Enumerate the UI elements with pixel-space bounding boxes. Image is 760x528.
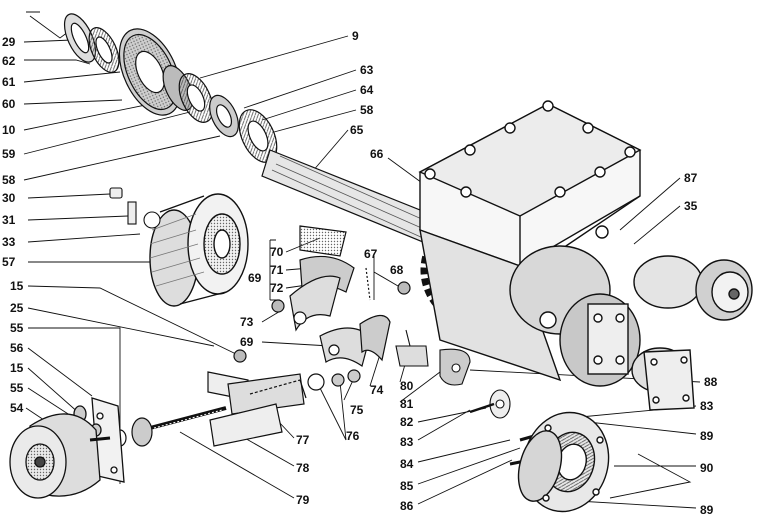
bolt-bracket <box>109 187 161 229</box>
callout-55: 55 <box>10 321 24 335</box>
callout-66: 66 <box>370 147 384 161</box>
callout-71: 71 <box>270 263 284 277</box>
callout-89-lower: 89 <box>700 503 714 517</box>
callout-56: 56 <box>10 341 24 355</box>
callout-69-lower: 69 <box>240 335 254 349</box>
callout-55-lower: 55 <box>10 381 24 395</box>
callout-58-right: 58 <box>360 103 374 117</box>
callout-29: 29 <box>2 35 16 49</box>
callout-15: 15 <box>10 279 24 293</box>
callout-35: 35 <box>684 199 698 213</box>
callout-30: 30 <box>2 191 16 205</box>
callout-89: 89 <box>700 429 714 443</box>
callout-25: 25 <box>10 301 24 315</box>
callout-83-right: 83 <box>700 399 714 413</box>
callout-68: 68 <box>390 263 404 277</box>
pulley-57 <box>149 193 249 307</box>
callout-84: 84 <box>400 457 414 471</box>
callout-90: 90 <box>700 461 714 475</box>
callout-73: 73 <box>240 315 254 329</box>
callout-9: 9 <box>352 29 359 43</box>
callout-88: 88 <box>704 375 718 389</box>
callout-72: 72 <box>270 281 284 295</box>
callout-33: 33 <box>2 235 16 249</box>
callout-64: 64 <box>360 83 374 97</box>
tensioner-assembly <box>113 369 361 447</box>
callout-65: 65 <box>350 123 364 137</box>
callout-61: 61 <box>2 75 16 89</box>
callout-78: 78 <box>296 461 310 475</box>
callout-70: 70 <box>270 245 284 259</box>
callout-76: 76 <box>346 429 360 443</box>
callout-85: 85 <box>400 479 414 493</box>
callout-58: 58 <box>2 173 16 187</box>
callout-77: 77 <box>296 433 310 447</box>
callout-82: 82 <box>400 415 414 429</box>
brake-shoes <box>233 225 411 367</box>
callout-80: 80 <box>400 379 414 393</box>
callout-labels: 29 62 61 60 10 59 58 30 31 33 57 15 25 5… <box>2 29 718 517</box>
callout-86: 86 <box>400 499 414 513</box>
callout-63: 63 <box>360 63 374 77</box>
callout-10: 10 <box>2 123 16 137</box>
gearbox-housing <box>418 100 753 411</box>
callout-87: 87 <box>684 171 698 185</box>
callout-75: 75 <box>350 403 364 417</box>
callout-31: 31 <box>2 213 16 227</box>
callout-79: 79 <box>296 493 310 507</box>
callout-83: 83 <box>400 435 414 449</box>
callout-62: 62 <box>2 54 16 68</box>
callout-81: 81 <box>400 397 414 411</box>
callout-74: 74 <box>370 383 384 397</box>
callout-57: 57 <box>2 255 16 269</box>
flange-90 <box>517 411 610 513</box>
callout-69: 69 <box>248 271 262 285</box>
bearing-stack <box>63 13 278 163</box>
callout-60: 60 <box>2 97 16 111</box>
callout-59: 59 <box>2 147 16 161</box>
callout-67: 67 <box>364 247 378 261</box>
callout-54: 54 <box>10 401 24 415</box>
motor-and-plate <box>9 397 125 499</box>
callout-15-lower: 15 <box>10 361 24 375</box>
